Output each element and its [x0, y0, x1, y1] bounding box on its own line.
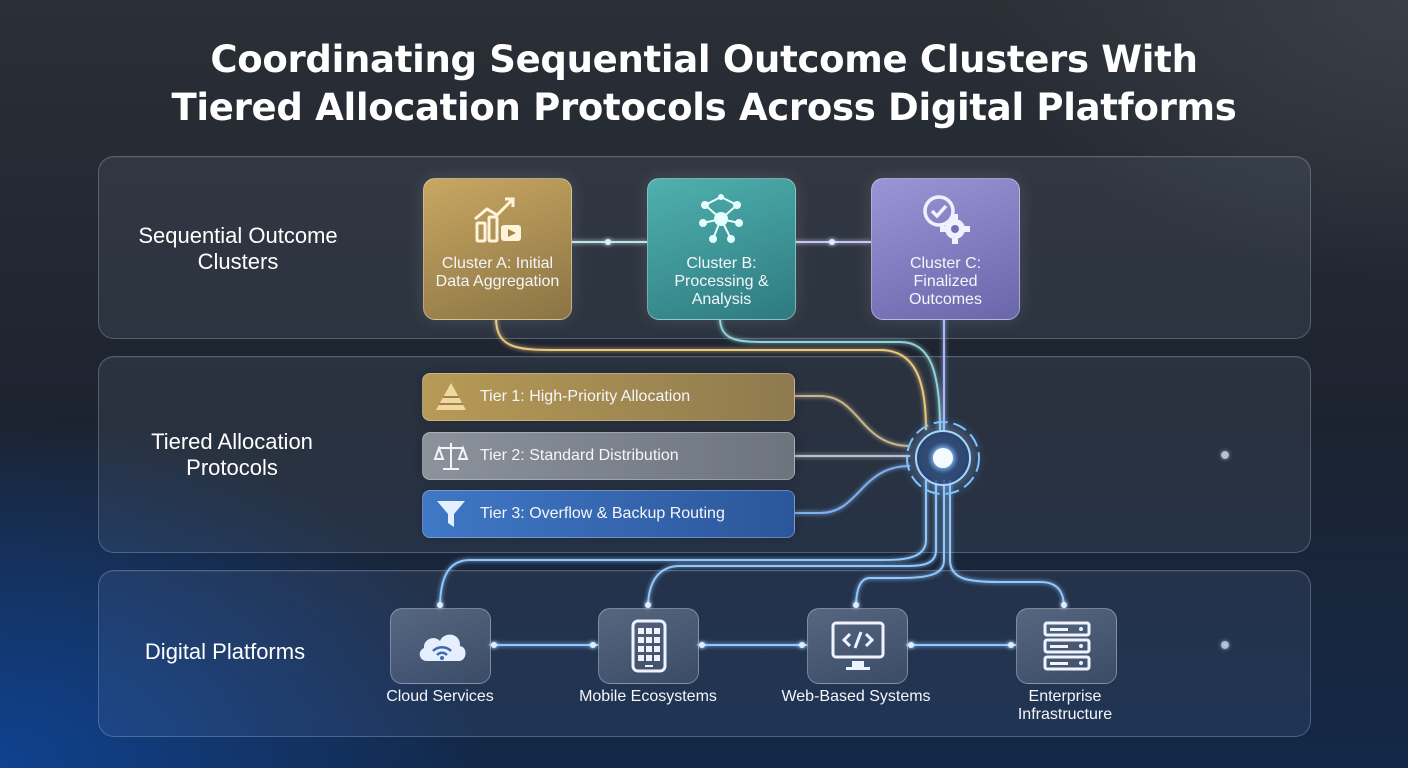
clusters-row-label: Sequential Outcome Clusters [138, 223, 338, 274]
growth-chart-icon [474, 197, 521, 243]
pyramid-icon [436, 383, 466, 410]
wire-cluster-a-hub [495, 317, 927, 431]
server-rack-icon [1043, 621, 1091, 671]
wire-tier-1-hub [793, 395, 911, 447]
wire-hub-cloud [439, 480, 927, 609]
mobile-grid-icon [631, 619, 667, 673]
cluster-a-card[interactable]: Cluster A: Initial Data Aggregation [423, 178, 572, 320]
wire-cluster-b-hub [719, 317, 941, 431]
wire-hub-web [855, 480, 945, 609]
wire-tier-3-hub [793, 465, 911, 514]
tier-3-label: Tier 3: Overflow & Backup Routing [480, 505, 725, 522]
cluster-c-label: Cluster C: Finalized Outcomes [909, 255, 982, 308]
platform-cloud-label: Cloud Services [386, 688, 494, 705]
tier-2-bar[interactable]: Tier 2: Standard Distribution [422, 432, 795, 480]
cluster-b-card[interactable]: Cluster B: Processing & Analysis [647, 178, 796, 320]
wire-hub-mobile [647, 480, 937, 609]
tier-3-bar[interactable]: Tier 3: Overflow & Backup Routing [422, 490, 795, 538]
platform-web-card[interactable] [807, 608, 908, 684]
tier-1-bar[interactable]: Tier 1: High-Priority Allocation [422, 373, 795, 421]
funnel-icon [437, 501, 465, 527]
platform-cloud-card[interactable] [390, 608, 491, 684]
platform-mobile-label: Mobile Ecosystems [579, 688, 717, 705]
check-gear-icon [923, 195, 970, 244]
code-monitor-icon [831, 621, 885, 670]
cluster-c-card[interactable]: Cluster C: Finalized Outcomes [871, 178, 1020, 320]
platform-enterprise-label: Enterprise Infrastructure [1017, 688, 1113, 723]
cluster-a-label: Cluster A: Initial Data Aggregation [435, 255, 560, 290]
page-title: Coordinating Sequential Outcome Clusters… [0, 36, 1408, 132]
platform-web-label: Web-Based Systems [781, 688, 931, 705]
wire-junction-dots [437, 239, 1229, 649]
cluster-b-label: Cluster B: Processing & Analysis [674, 255, 769, 308]
wire-hub-enterprise [949, 480, 1065, 609]
central-hub-icon [899, 414, 987, 502]
title-line-1: Coordinating Sequential Outcome Clusters… [210, 38, 1198, 81]
scales-icon [433, 443, 469, 470]
network-nodes-icon [699, 194, 743, 243]
tiers-row-label: Tiered Allocation Protocols [151, 429, 313, 480]
cloud-wifi-icon [419, 634, 466, 661]
platform-enterprise-card[interactable] [1016, 608, 1117, 684]
tier-2-label: Tier 2: Standard Distribution [480, 447, 679, 464]
platforms-row-label: Digital Platforms [144, 639, 306, 664]
platform-mobile-card[interactable] [598, 608, 699, 684]
tier-1-label: Tier 1: High-Priority Allocation [480, 388, 691, 405]
title-line-2: Tiered Allocation Protocols Across Digit… [171, 86, 1237, 129]
